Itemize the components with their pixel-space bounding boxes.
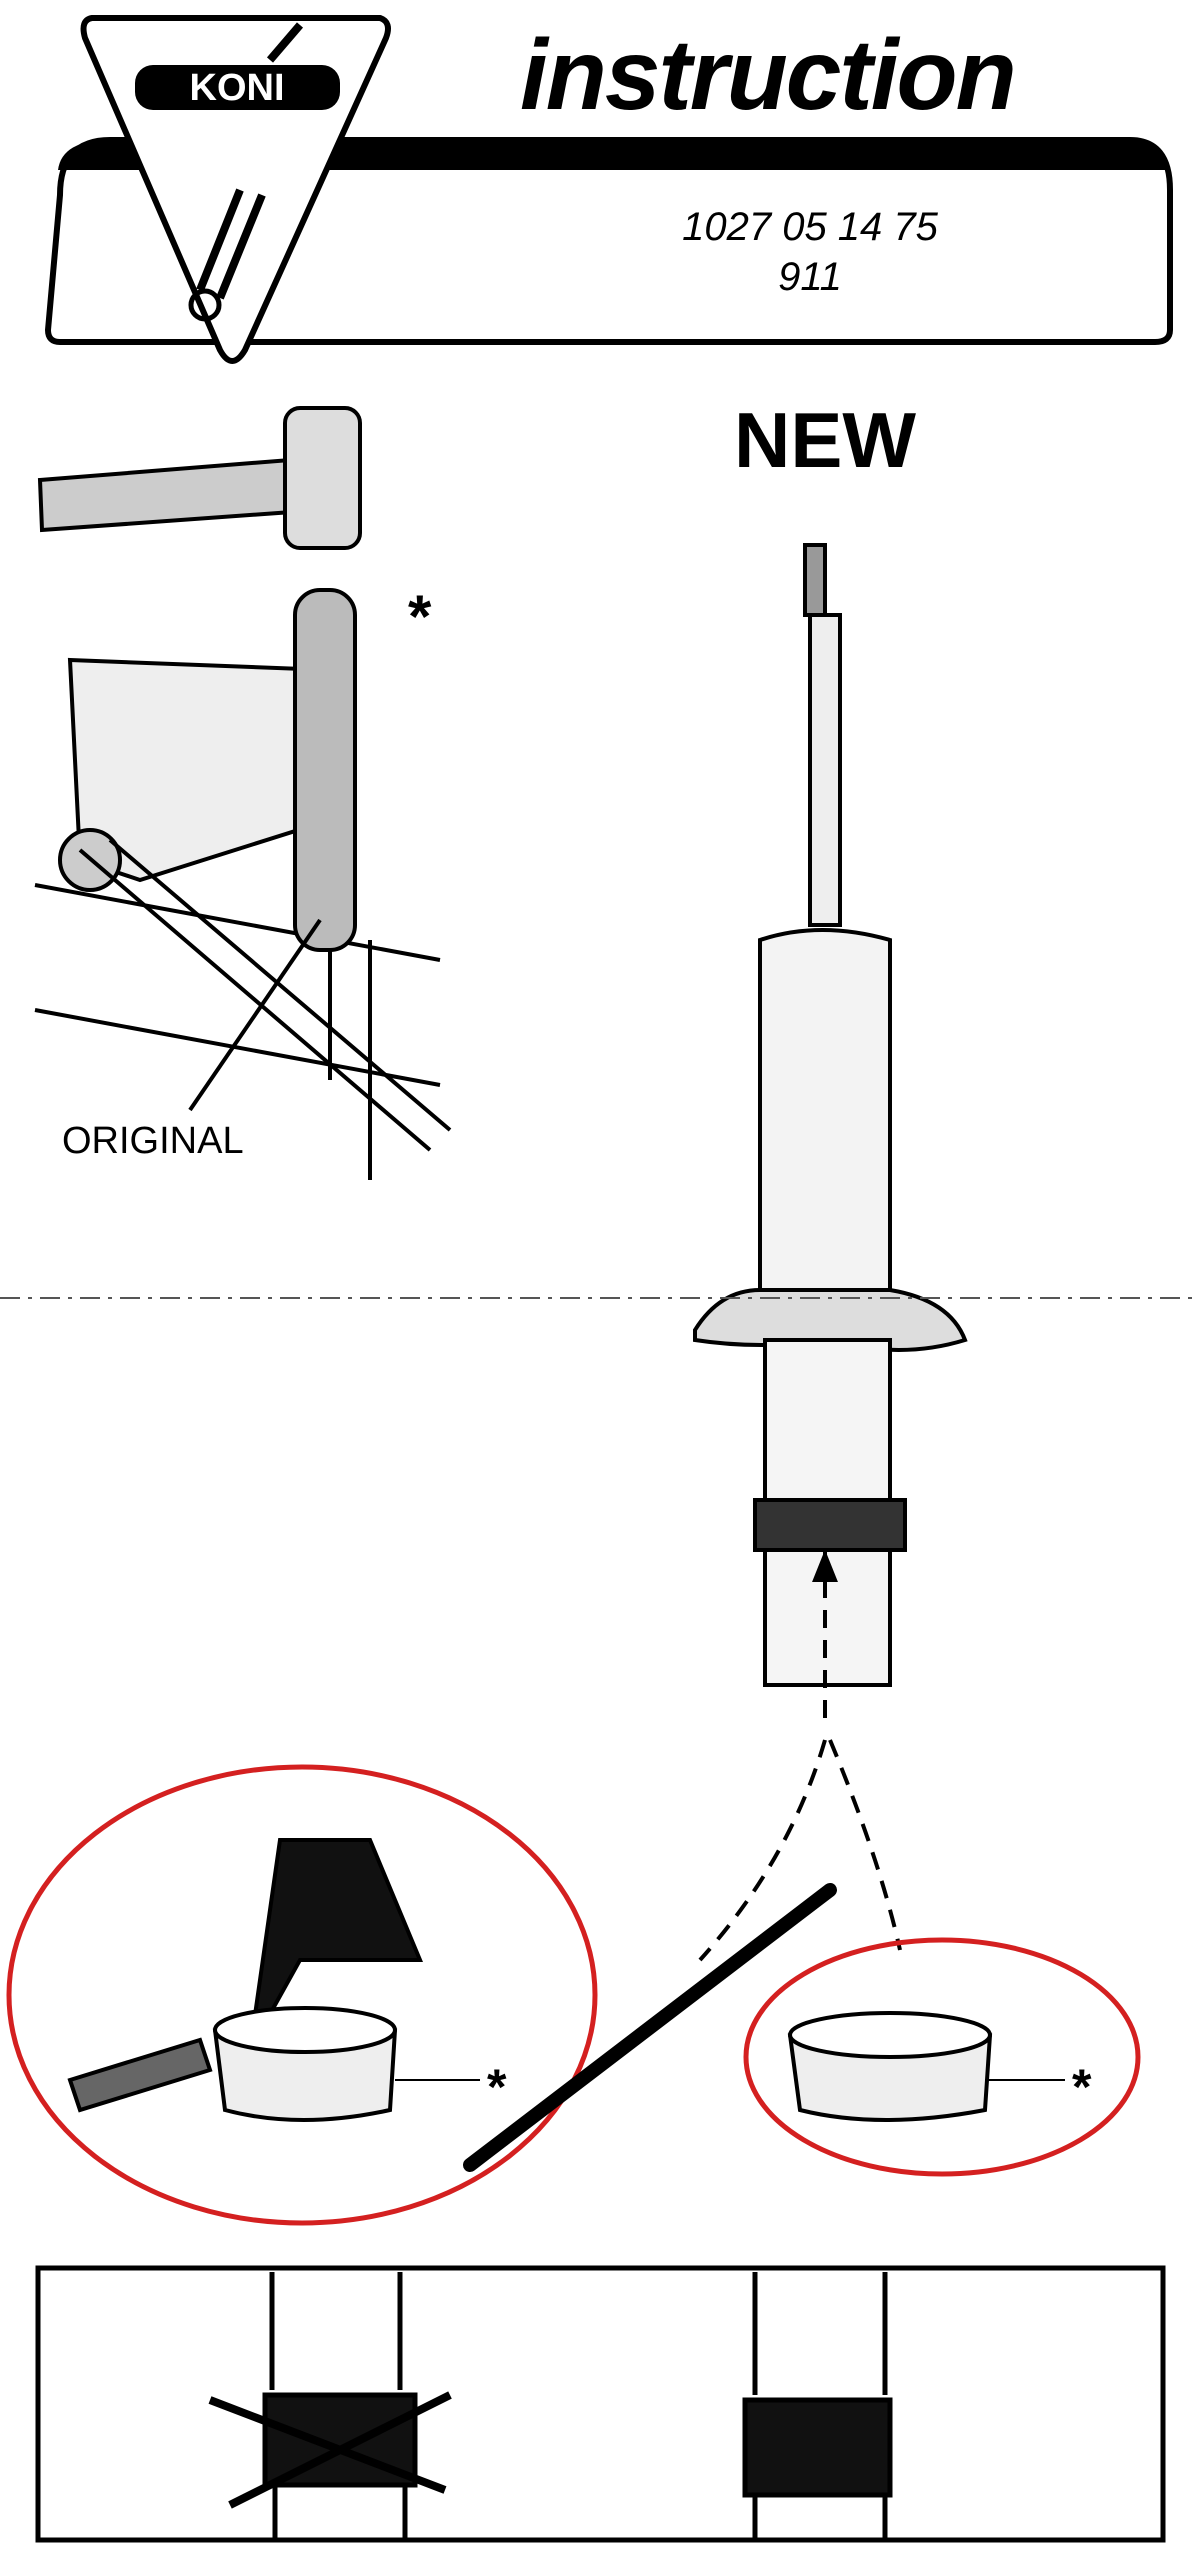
- vise-illustration: [34, 588, 452, 1180]
- koni-logo: KONI: [80, 15, 391, 364]
- comparison-box: [35, 2265, 1166, 2543]
- divider-slash: [463, 1883, 837, 2172]
- new-label: NEW: [734, 396, 916, 484]
- hammer-illustration: [37, 406, 362, 550]
- asterisk-marker: *: [408, 583, 432, 650]
- bracket-detail: [67, 1838, 480, 2122]
- vehicle-model: 911: [778, 255, 842, 299]
- detail-circles: [6, 1764, 1141, 2226]
- asterisk-marker: *: [487, 2059, 507, 2115]
- part-number: 1027 05 14 75: [682, 205, 938, 249]
- original-label: ORIGINAL: [62, 1120, 244, 1162]
- svg-text:KONI: KONI: [190, 67, 285, 109]
- asterisk-marker: *: [1072, 2059, 1092, 2115]
- new-shock-illustration: [693, 543, 968, 1962]
- document-title: instruction: [520, 19, 1017, 131]
- ring-detail: [787, 2011, 1065, 2122]
